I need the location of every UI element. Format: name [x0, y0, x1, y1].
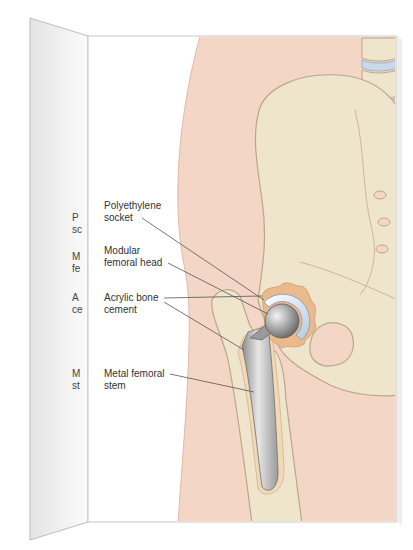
edge-fragment: M [72, 368, 86, 380]
skin [178, 37, 395, 521]
leader-line [164, 302, 244, 350]
edge-fragment: fe [72, 263, 86, 275]
metal-stem [242, 326, 278, 490]
edge-fragment: sc [72, 224, 86, 236]
disc [362, 60, 395, 71]
edge-fragment: M [72, 251, 86, 263]
part-label: Polyethylene socket [104, 200, 172, 224]
edge-fragment: A [72, 292, 86, 304]
femur [212, 290, 302, 521]
acetabular-cement [262, 283, 316, 348]
sacroiliac-line [355, 110, 374, 295]
canvas-edge [30, 18, 88, 540]
femoral-cement [238, 322, 284, 494]
hip-illustration [178, 37, 395, 521]
canvas-shadow [88, 36, 402, 526]
sacral-foramen [376, 245, 388, 253]
edge-fragment: st [72, 380, 86, 392]
leader-line [164, 296, 262, 298]
vertebra [362, 38, 395, 61]
femoral-head [265, 304, 299, 338]
part-label: Modular femoral head [104, 245, 172, 269]
edge-fragment: P [72, 212, 86, 224]
sacral-foramen [374, 191, 386, 199]
part-label: Metal femoral stem [104, 368, 172, 392]
part-label: Acrylic bone cement [104, 292, 172, 316]
obturator-foramen [310, 323, 354, 366]
edge-fragment: ce [72, 304, 86, 316]
leader-line [170, 374, 254, 392]
pelvis [255, 75, 395, 396]
leader-lines [142, 218, 268, 392]
leader-line [168, 263, 268, 314]
sacral-foramen [378, 218, 390, 226]
pelvic-brim [300, 262, 395, 300]
polyethylene-socket [264, 294, 310, 340]
